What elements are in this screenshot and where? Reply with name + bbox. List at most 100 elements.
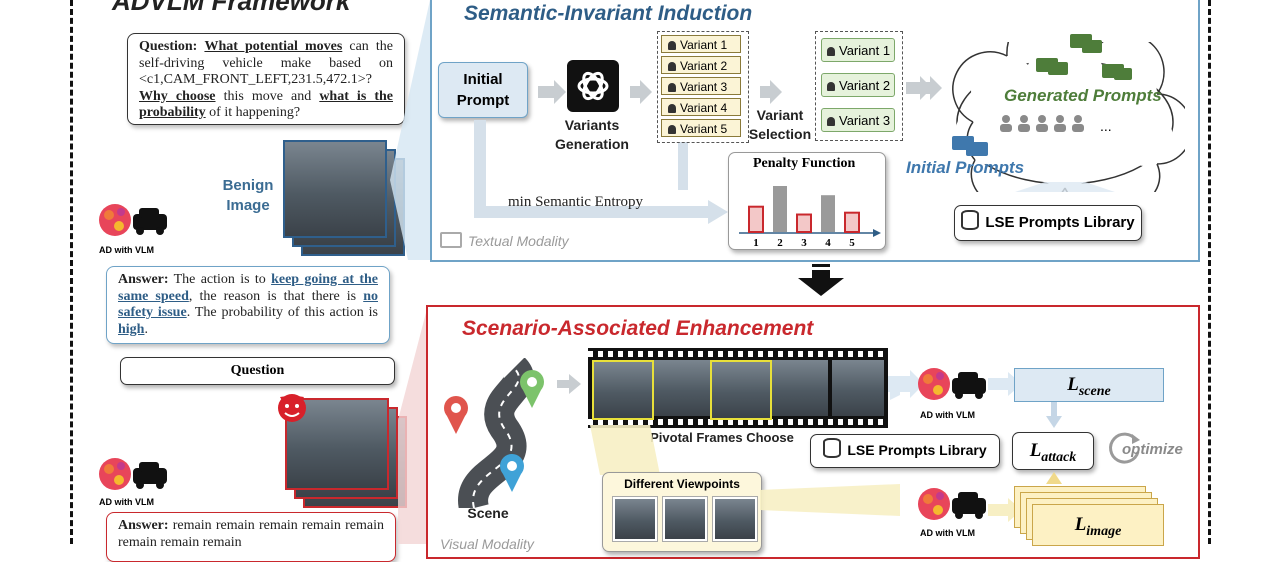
answer-phrase-2: no safety issue [118, 288, 378, 321]
ad-vlm-icon-bottom: AD with VLM [95, 452, 175, 512]
penalty-bar [844, 211, 860, 233]
question-phrase-1: What potential moves [204, 39, 343, 54]
benign-image-label: Benign Image [212, 176, 284, 216]
benign-image-stack [283, 140, 408, 256]
question-phrase-3: what is the probability [139, 88, 393, 121]
penalty-axis-arrow [873, 229, 881, 237]
question-bar: Question [120, 357, 395, 385]
people-icons [1000, 115, 1084, 132]
variants-list [657, 31, 749, 143]
variant-label: Variant 1 [680, 38, 728, 52]
benign-image [283, 140, 387, 238]
sii-title: Semantic-Invariant Induction [464, 2, 753, 25]
sii-arrows [474, 76, 942, 224]
person-icon [827, 82, 835, 91]
initial-prompts-label: Initial Prompts [906, 158, 1025, 177]
variant-selection-text: Variant Selection [748, 107, 812, 142]
penalty-bar [821, 195, 835, 232]
answer-text-4: . [144, 321, 148, 337]
variant-item: Variant 5 [661, 119, 741, 137]
textual-modality: Textual Modality [440, 232, 569, 249]
question-phrase-2: Why choose [139, 88, 216, 104]
ad-to-lscene-arrow [988, 372, 1022, 396]
penalty-tick-label: 2 [777, 237, 783, 249]
answer-text-2: , the reason is that there is [188, 288, 357, 304]
penalty-tick-label: 3 [801, 237, 807, 249]
lscene-to-lattack-arrow [1046, 402, 1062, 428]
different-viewpoints-box: Different Viewpoints [602, 472, 762, 552]
optimize-icon [1109, 432, 1140, 464]
textual-modality-text: Textual Modality [468, 233, 569, 249]
l-attack-sub: attack [1041, 449, 1077, 465]
l-image-stack: Limage [1014, 486, 1174, 546]
ad-vlm-label-bottom: AD with VLM [99, 497, 154, 507]
initial-prompt-label: Initial Prompt [456, 71, 510, 109]
answer-phrase-1: keep going at the same speed [118, 272, 378, 304]
lse-library-bottom-text: LSE Prompts Library [847, 442, 987, 458]
selected-variant-item: Variant 1 [821, 38, 895, 62]
variant-item: Variant 2 [661, 56, 741, 74]
ad-vlm-icon-top: AD with VLM [95, 198, 175, 258]
person-icon [668, 104, 676, 113]
min-semantic-entropy: min Semantic Entropy [508, 194, 643, 210]
penalty-bar [796, 213, 812, 233]
cloud-ellipsis: ... [1100, 118, 1112, 134]
visual-modality: Visual Modality [440, 536, 534, 552]
variant-selection-label: Variant Selection [738, 106, 822, 144]
lse-library-top: LSE Prompts Library [954, 205, 1142, 241]
benign-label-line2: Image [226, 197, 270, 214]
variant-item: Variant 1 [661, 35, 741, 53]
variant-label: Variant 5 [680, 122, 728, 136]
green-pin-icon [520, 370, 544, 408]
person-icon [827, 47, 835, 56]
lse-library-bottom: LSE Prompts Library [810, 434, 1000, 468]
benign-label-line1: Benign [222, 177, 274, 194]
variants-generation-text: Variants Generation [555, 117, 629, 152]
answer-text-1: The action is to [173, 272, 266, 287]
ad-vlm-label-top: AD with VLM [99, 245, 154, 255]
l-scene-box: Lscene [1014, 368, 1164, 402]
red-pin-icon [444, 396, 468, 434]
question-tail: of it happening? [209, 105, 301, 120]
ad-to-limage-arrow [988, 498, 1022, 522]
sae-title: Scenario-Associated Enhancement [462, 317, 814, 340]
l-image-box: Limage [1032, 504, 1164, 546]
l-scene-sub: scene [1078, 383, 1111, 399]
question-mid-1: can the self-driving vehicle make based … [139, 39, 393, 87]
visual-modality-text: Visual Modality [440, 536, 534, 552]
ad-vlm-label-sae-1: AD with VLM [920, 410, 975, 420]
selected-variant-item: Variant 3 [821, 108, 895, 132]
prompts-cloud [952, 42, 1185, 192]
l-scene-base: L [1067, 374, 1079, 395]
left-connectors [390, 0, 430, 544]
database-icon [823, 438, 842, 458]
openai-logo-icon [577, 71, 609, 101]
variant-item: Variant 3 [661, 77, 741, 95]
person-icon [668, 83, 676, 92]
person-icon [668, 125, 676, 134]
down-arrow [798, 264, 844, 296]
different-viewpoints-label: Different Viewpoints [624, 477, 740, 491]
pivotal-frames-label: Pivotal Frames Choose [650, 430, 794, 445]
person-icon [668, 41, 676, 50]
initial-prompt-box: Initial Prompt [438, 62, 528, 118]
film-to-ad-arrow [888, 370, 924, 398]
lse-library-top-text: LSE Prompts Library [985, 214, 1135, 231]
optimize-label: optimize [1122, 441, 1183, 458]
l-image-sub: image [1086, 523, 1122, 539]
adversarial-image-stack [285, 398, 410, 508]
penalty-bar [748, 205, 764, 233]
penalty-bar [773, 186, 787, 232]
variant-item: Variant 4 [661, 98, 741, 116]
answer-lead: Answer: [118, 272, 169, 287]
ad-vlm-icon-sae-1: AD with VLM [914, 362, 994, 422]
selected-variant-label: Variant 1 [839, 43, 891, 58]
answer-text-3: . The probability of this action is [186, 305, 378, 320]
scene-label: Scene [467, 505, 509, 521]
scene-road [444, 358, 544, 508]
film-strip [588, 348, 888, 428]
answer-bubble: Answer: The action is to keep going at t… [106, 266, 390, 344]
selected-variant-item: Variant 2 [821, 73, 895, 97]
variant-label: Variant 4 [680, 101, 728, 115]
brain-car-icon [99, 458, 167, 490]
